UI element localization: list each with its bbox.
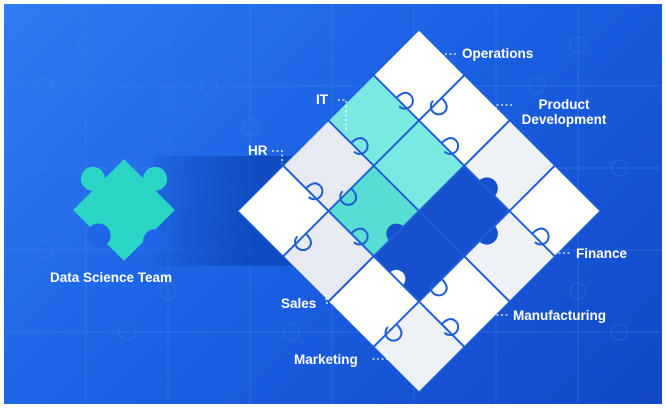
finance-label: Finance (576, 246, 628, 261)
sales-label: Sales (281, 296, 317, 311)
product-development-line1: Product (538, 97, 590, 112)
puzzle-integration-diagram: Data Science Team Operations IT Product … (4, 4, 662, 404)
marketing-label: Marketing (294, 352, 358, 367)
data-science-piece (73, 159, 175, 261)
hr-label: HR (248, 143, 268, 158)
product-development-line2: Development (521, 112, 607, 127)
leader-lines (272, 53, 570, 360)
department-puzzle-diamond (237, 29, 601, 393)
manufacturing-label: Manufacturing (513, 308, 606, 323)
diagram-artwork (4, 4, 662, 404)
product-development-label: Product Development (516, 97, 612, 127)
operations-label: Operations (462, 46, 534, 61)
data-science-team-label: Data Science Team (50, 270, 173, 285)
it-label: IT (316, 92, 328, 107)
